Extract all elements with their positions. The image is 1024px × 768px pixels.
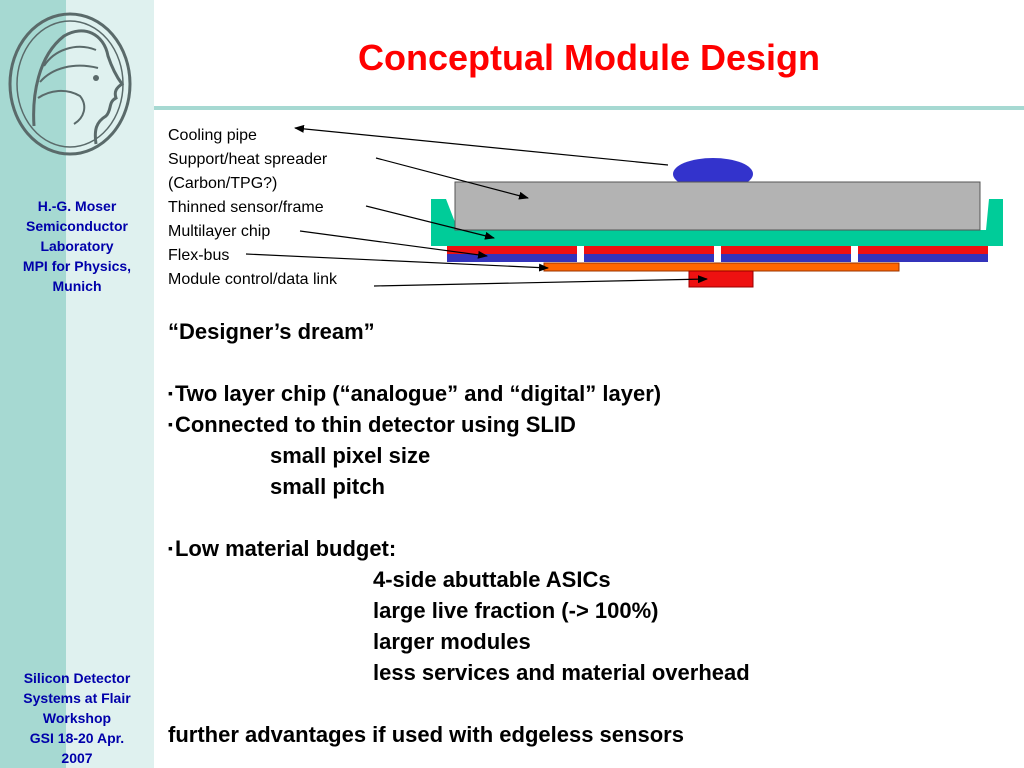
bullet-text: Connected to thin detector using SLID <box>174 412 576 437</box>
event-line: Systems at Flair <box>23 690 131 706</box>
sub-item: 4-side abuttable ASICs <box>373 567 611 592</box>
author-affiliation: H.-G. Moser Semiconductor Laboratory MPI… <box>0 196 154 296</box>
event-line: Silicon Detector <box>23 670 131 686</box>
spacer <box>168 347 750 378</box>
bullet-item: ▪Connected to thin detector using SLID <box>168 409 750 440</box>
diagram-labels: Cooling pipe Support/heat spreader (Carb… <box>168 124 337 292</box>
chip-bottom-4 <box>858 254 988 262</box>
cooling-pipe-shape <box>673 158 753 190</box>
chip-bottom-3 <box>721 254 851 262</box>
author-line: Laboratory <box>40 238 114 254</box>
arrow-support <box>375 157 529 200</box>
label-flex-bus: Flex-bus <box>168 247 230 264</box>
sub-item: less services and material overhead <box>373 660 750 685</box>
chip-top-3 <box>721 246 851 254</box>
label-thinned-sensor: Thinned sensor/frame <box>168 199 324 216</box>
closing-statement: further advantages if used with edgeless… <box>168 722 684 747</box>
bullet-marker: ▪ <box>168 385 173 401</box>
multilayer-chips <box>447 246 988 262</box>
author-line: H.-G. Moser <box>37 198 117 214</box>
chip-top-1 <box>447 246 577 254</box>
title-divider <box>154 106 1024 110</box>
label-module-control: Module control/data link <box>168 271 337 288</box>
slide-body: “Designer’s dream” ▪Two layer chip (“ana… <box>168 316 750 750</box>
chip-top-4 <box>858 246 988 254</box>
arrow-cooling-pipe <box>294 124 669 166</box>
chip-top-2 <box>584 246 714 254</box>
bullet-item: ▪Low material budget: <box>168 533 750 564</box>
flex-bus-shape <box>543 262 900 272</box>
event-line: GSI 18-20 Apr. <box>29 730 125 746</box>
author-line: MPI for Physics, <box>22 258 132 274</box>
label-support-note: (Carbon/TPG?) <box>168 175 278 192</box>
sub-item: small pitch <box>270 474 385 499</box>
spacer <box>168 688 750 719</box>
bullet-marker: ▪ <box>168 416 173 432</box>
chip-bottom-1 <box>447 254 577 262</box>
sensor-frame-shape <box>431 199 1003 246</box>
sub-item: small pixel size <box>270 443 431 468</box>
label-cooling-pipe: Cooling pipe <box>168 127 257 144</box>
event-info: Silicon Detector Systems at Flair Worksh… <box>0 668 154 768</box>
spacer <box>168 502 750 533</box>
sub-item: large live fraction (-> 100%) <box>373 598 659 623</box>
slide-title: Conceptual Module Design <box>357 37 821 78</box>
support-heat-spreader-shape <box>454 181 981 231</box>
bullet-item: ▪Two layer chip (“analogue” and “digital… <box>168 378 750 409</box>
arrow-sensor <box>365 205 495 240</box>
label-multilayer-chip: Multilayer chip <box>168 223 271 240</box>
sidebar-light-band <box>66 0 154 768</box>
module-control-shape <box>688 270 754 288</box>
author-line: Semiconductor <box>26 218 128 234</box>
sub-item: larger modules <box>373 629 531 654</box>
event-line: 2007 <box>61 750 93 766</box>
event-line: Workshop <box>42 710 112 726</box>
arrow-module-control <box>373 275 708 287</box>
label-support-heat-spreader: Support/heat spreader <box>168 151 328 168</box>
designers-dream: “Designer’s dream” <box>168 319 375 344</box>
author-line: Munich <box>52 278 102 294</box>
chip-bottom-2 <box>584 254 714 262</box>
bullet-text: Two layer chip (“analogue” and “digital”… <box>174 381 662 406</box>
bullet-text: Low material budget: <box>174 536 397 561</box>
bullet-marker: ▪ <box>168 540 173 556</box>
minerva-logo <box>8 12 132 156</box>
